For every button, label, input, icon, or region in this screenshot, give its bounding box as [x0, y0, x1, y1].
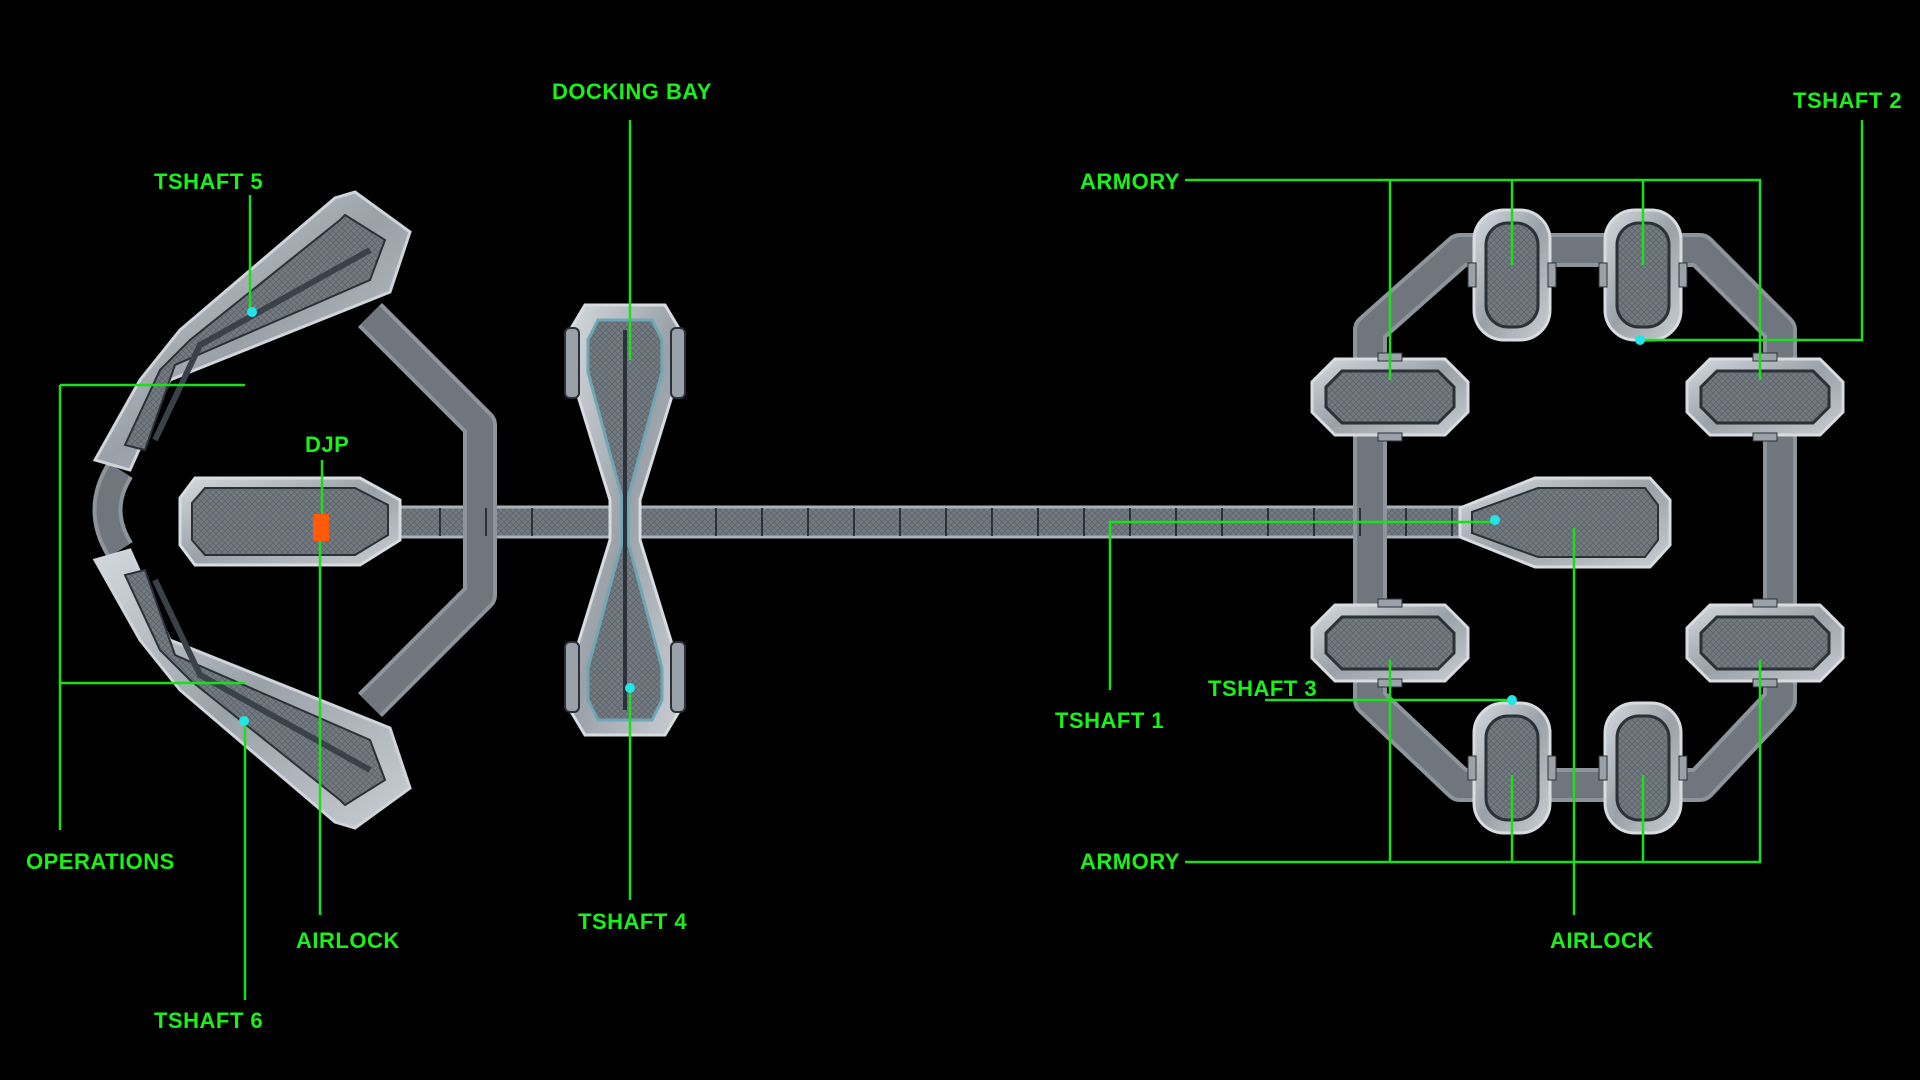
- label-tshaft-1: TSHAFT 1: [1055, 708, 1165, 733]
- tshaft-3-marker: [1507, 695, 1517, 705]
- label-djp: DJP: [305, 432, 350, 457]
- armory-pods: [1310, 208, 1845, 835]
- label-operations: OPERATIONS: [26, 849, 175, 874]
- docking-bay: [564, 303, 686, 737]
- tshaft-4-marker: [625, 683, 635, 693]
- label-airlock-right: AIRLOCK: [1550, 928, 1654, 953]
- label-tshaft-3: TSHAFT 3: [1208, 676, 1318, 701]
- left-airlock-module: [178, 476, 402, 567]
- armory-pod-left-lower: [1310, 598, 1470, 688]
- label-tshaft-4: TSHAFT 4: [578, 909, 688, 934]
- label-airlock-left: AIRLOCK: [296, 928, 400, 953]
- label-tshaft-6: TSHAFT 6: [154, 1008, 264, 1033]
- markers: [239, 307, 1645, 726]
- label-armory-bottom: ARMORY: [1080, 849, 1180, 874]
- label-armory-top: ARMORY: [1080, 169, 1180, 194]
- armory-pod-left-upper: [1310, 352, 1470, 442]
- label-tshaft-5: TSHAFT 5: [154, 169, 264, 194]
- armory-pod-bottom-left: [1467, 701, 1557, 835]
- tshaft-2-marker: [1635, 335, 1645, 345]
- right-airlock-module: [1458, 476, 1672, 569]
- tshaft-5-marker: [247, 307, 257, 317]
- tshaft-1-marker: [1490, 515, 1500, 525]
- armory-pod-right-upper: [1685, 352, 1845, 442]
- djp-marker: [313, 514, 329, 541]
- armory-pod-top-left: [1467, 208, 1557, 342]
- tshaft-6-marker: [239, 716, 249, 726]
- label-docking-bay: DOCKING BAY: [552, 79, 712, 104]
- armory-pod-top-right: [1598, 208, 1688, 342]
- leader-lines: [58, 120, 1864, 1000]
- label-tshaft-2: TSHAFT 2: [1793, 88, 1903, 113]
- armory-pod-right-lower: [1685, 598, 1845, 688]
- armory-pod-bottom-right: [1598, 701, 1688, 835]
- corridors: [92, 233, 1797, 802]
